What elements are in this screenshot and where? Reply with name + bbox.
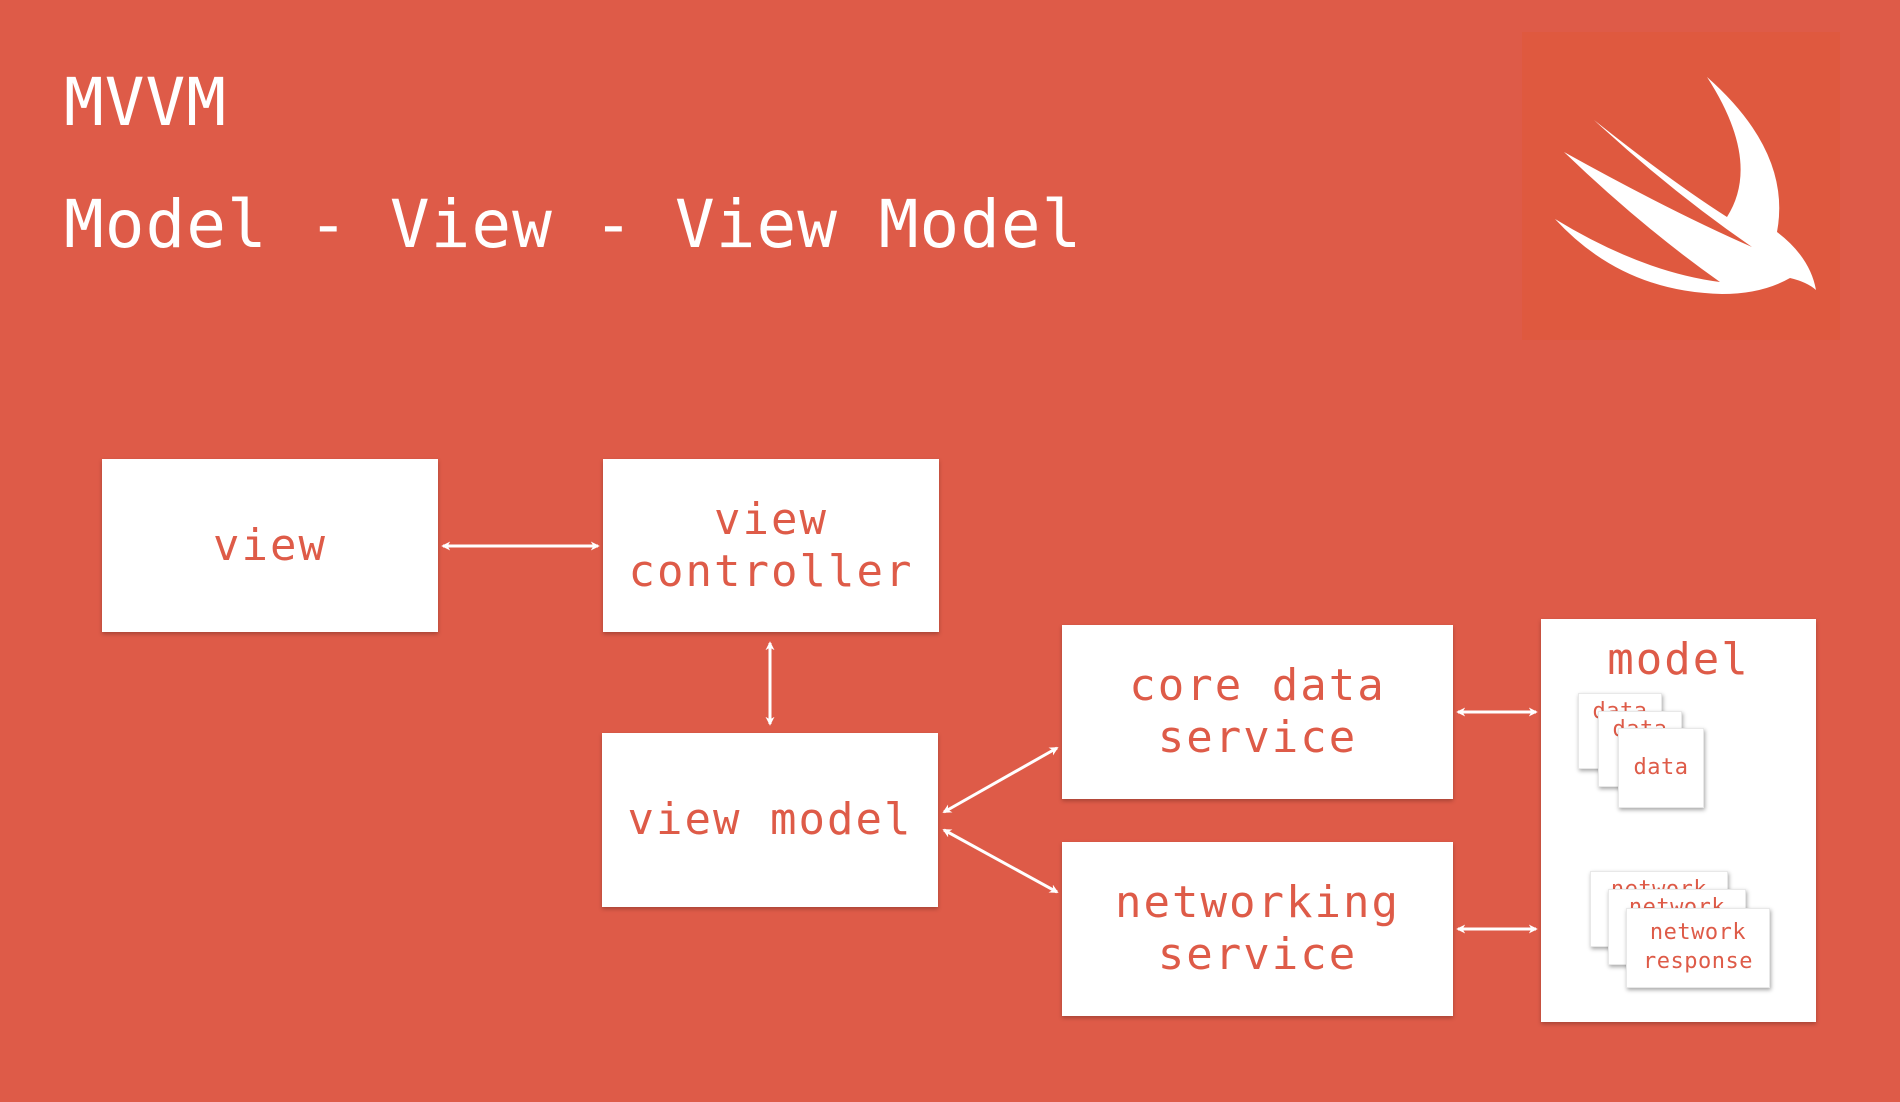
networking-service-box: networking service <box>1062 842 1453 1016</box>
view-box: view <box>102 459 438 632</box>
networking-service-label-line1: networking <box>1115 877 1400 929</box>
network-response-card: network response <box>1626 908 1770 988</box>
arrow-viewmodel-coredata <box>942 746 1059 814</box>
core-data-service-label-line1: core data <box>1129 660 1386 712</box>
core-data-service-box: core data service <box>1062 625 1453 799</box>
swift-bird-icon <box>1555 77 1816 294</box>
view-controller-label-line2: controller <box>628 545 914 597</box>
slide-subtitle: Model - View - View Model <box>64 186 1083 263</box>
view-model-box: view model <box>602 733 938 907</box>
arrow-viewmodel-networking <box>942 828 1059 894</box>
view-label: view <box>213 519 327 571</box>
networking-service-label-line2: service <box>1157 929 1358 980</box>
swift-logo <box>1522 32 1840 340</box>
core-data-service-label-line2: service <box>1157 712 1358 763</box>
view-model-label: view model <box>627 794 913 846</box>
slide-title: MVVM <box>64 64 227 141</box>
view-controller-box: view controller <box>603 459 939 632</box>
data-card: data <box>1618 728 1704 808</box>
view-controller-label-line1: view <box>714 493 828 545</box>
model-label: model <box>1607 634 1750 685</box>
